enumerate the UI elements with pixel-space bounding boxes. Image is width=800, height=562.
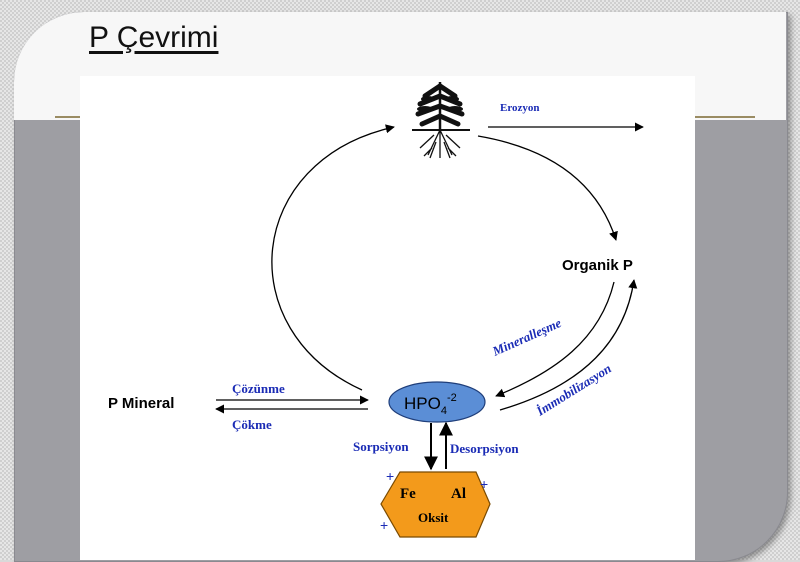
oxide-hexagon [380, 471, 491, 538]
desorpsiyon-label: Desorpsiyon [450, 441, 519, 456]
immobilizasyon-label: İmmobilizasyon [533, 361, 614, 419]
plus-sign-bottom-left: + [380, 517, 388, 533]
plant-to-organic-arrow [477, 135, 618, 241]
sorpsiyon-label: Sorpsiyon [353, 439, 409, 454]
hpo4-base: HPO [404, 394, 441, 413]
oksit-label: Oksit [418, 510, 449, 525]
immobilization-arrow [499, 279, 638, 411]
erozyon-label: Erozyon [500, 102, 540, 114]
plant-icon [412, 82, 470, 159]
cozunme-label: Çözünme [232, 381, 285, 396]
fe-label: Fe [400, 486, 416, 502]
plus-sign-top-left: + [386, 468, 394, 484]
hpo4-superscript: -2 [447, 392, 457, 404]
plus-sign-right: + [480, 476, 488, 492]
cokme-label: Çökme [232, 417, 272, 432]
mineralization-arrow [495, 281, 615, 398]
p-mineral-label: P Mineral [108, 395, 174, 412]
hpo4-subscript: 4 [441, 405, 447, 417]
organik-p-label: Organik P [562, 257, 633, 274]
slide-title: P Çevrimi [89, 21, 219, 54]
diagram-panel [80, 76, 695, 560]
hpo4-node [388, 381, 486, 423]
mineralleşme-label: Mineralleşme [489, 315, 564, 359]
hpo4-to-plant-arrow [271, 124, 395, 391]
hpo4-label: HPO4-2 [404, 392, 457, 417]
al-label: Al [451, 486, 466, 502]
